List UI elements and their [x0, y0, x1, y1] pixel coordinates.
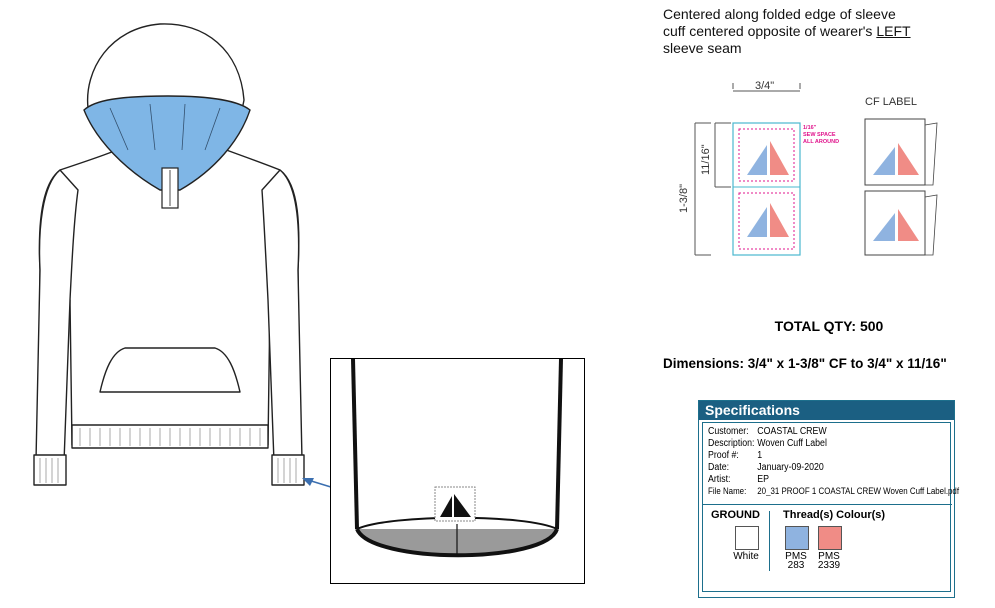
spec-divider [703, 504, 952, 505]
spec-row: Description:Woven Cuff Label [708, 438, 827, 449]
instruction-line-1: Centered along folded edge of sleeve [663, 6, 896, 22]
thread-pms-label: PMS [818, 551, 840, 562]
specifications-box: Specifications Customer:COASTAL CREW Des… [698, 400, 959, 598]
cuff-zoom-view [330, 358, 585, 584]
placement-instructions: Centered along folded edge of sleeve cuf… [663, 6, 993, 57]
spec-row: File Name:20_31 PROOF 1 COASTAL CREW Wov… [708, 486, 960, 496]
specifications-title: Specifications [699, 401, 954, 420]
thread-colours-title: Thread(s) Colour(s) [783, 509, 886, 521]
thread-swatch-2339 [818, 526, 842, 550]
height-half-label: 11/16" [700, 144, 712, 175]
height-total-label: 1-3/8" [678, 184, 690, 213]
spec-row: Artist:EP [708, 474, 770, 485]
thread-pms-code: 2339 [817, 560, 841, 571]
hoodie-illustration [33, 23, 305, 486]
sew-space-note-2: SEW SPACE [803, 132, 836, 138]
total-quantity: TOTAL QTY: 500 [774, 318, 884, 334]
instruction-line-3: sleeve seam [663, 40, 742, 56]
spec-row: Proof #:1 [708, 450, 763, 461]
dimensions-text: Dimensions: 3/4" x 1-3/8" CF to 3/4" x 1… [663, 356, 947, 371]
cuff-zoom-drawing [351, 358, 563, 558]
left-underlined: LEFT [876, 23, 911, 39]
sew-space-note-1: 1/16" [803, 125, 817, 131]
spec-row: Date:January-09-2020 [708, 462, 824, 473]
label-dimension-diagram: 3/4" 1-3/8" 11/16" 1/16" SEW SPACE ALL A… [678, 80, 938, 256]
spec-row: Customer:COASTAL CREW [708, 426, 827, 437]
cf-label-title: CF LABEL [865, 96, 917, 108]
ground-title: GROUND [711, 509, 760, 521]
ground-swatch [735, 526, 759, 550]
ground-thread-divider [769, 511, 770, 571]
ground-color-name: White [733, 551, 759, 562]
thread-pms-label: PMS [785, 551, 807, 562]
instruction-line-2: cuff centered opposite of wearer's LEFT [663, 23, 911, 39]
thread-pms-code: 283 [787, 560, 805, 571]
width-label: 3/4" [755, 80, 774, 92]
sew-space-note-3: ALL AROUND [803, 139, 839, 145]
thread-swatch-283 [785, 526, 809, 550]
specifications-inner: Customer:COASTAL CREW Description:Woven … [702, 422, 959, 592]
